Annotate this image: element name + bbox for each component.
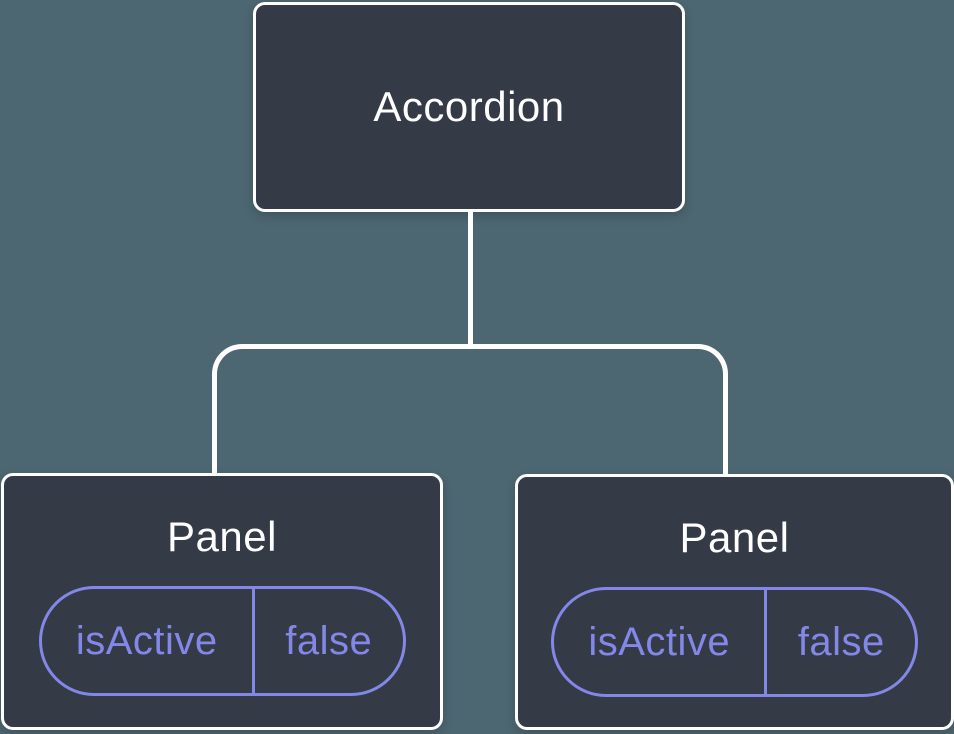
state-pill: isActive false	[38, 586, 406, 696]
panel-title: Panel	[679, 514, 790, 561]
accordion-node: Accordion	[253, 2, 685, 212]
state-value: false	[285, 618, 373, 663]
state-key: isActive	[554, 590, 768, 694]
state-pill: isActive false	[551, 587, 918, 697]
panel-title: Panel	[167, 513, 277, 560]
state-value: false	[797, 619, 885, 664]
connector-stem-line	[468, 210, 473, 346]
state-key: isActive	[42, 589, 255, 693]
connector-branch-line	[212, 344, 728, 474]
accordion-node-label: Accordion	[373, 83, 565, 130]
panel-node-right: Panel isActive false	[515, 474, 954, 730]
panel-node-left: Panel isActive false	[1, 473, 443, 730]
